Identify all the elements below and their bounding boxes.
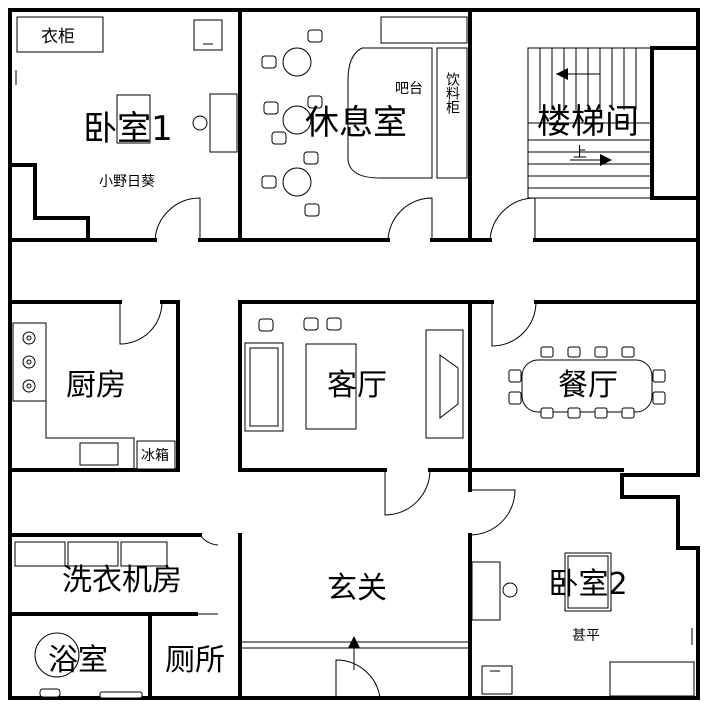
kitchen-furniture <box>12 322 176 470</box>
lounge-label: 休息室 <box>305 103 407 143</box>
entrance-label: 玄关 <box>327 571 387 606</box>
arrow-up-icon <box>348 636 360 648</box>
bedroom1-label: 卧室1 <box>83 109 173 149</box>
bedroom2-furniture <box>471 552 695 697</box>
bar-label: 吧台 <box>395 81 423 97</box>
toilet-label: 厕所 <box>165 643 225 678</box>
lounge-furniture <box>261 16 468 217</box>
stairwell-label: 楼梯间 <box>537 102 639 142</box>
bedroom1-occupant-label: 小野日葵 <box>99 174 155 190</box>
arrow-left-icon <box>556 68 568 80</box>
room-labels: 衣柜 卧室1 小野日葵 休息室 吧台 饮料柜 楼梯间 上 厨房 冰箱 客厅 餐厅… <box>41 27 639 678</box>
laundry-bath-furniture <box>14 541 168 699</box>
bedroom1-furniture <box>15 16 238 153</box>
bedroom2-label: 卧室2 <box>548 567 627 602</box>
bedroom2-occupant-label: 甚平 <box>572 628 600 644</box>
stairs-up-label: 上 <box>573 145 587 161</box>
drink-cabinet-label: 饮料柜 <box>444 72 460 114</box>
dining-room-label: 餐厅 <box>558 368 618 403</box>
doors <box>119 197 537 699</box>
living-room-label: 客厅 <box>327 368 387 403</box>
wardrobe-label: 衣柜 <box>41 27 75 47</box>
stairs <box>527 47 653 199</box>
laundry-room-label: 洗衣机房 <box>62 563 182 598</box>
bathroom-label: 浴室 <box>48 643 108 678</box>
arrow-right-icon <box>600 154 612 166</box>
kitchen-label: 厨房 <box>66 368 126 403</box>
living-room-furniture <box>244 317 464 439</box>
dining-furniture <box>508 346 666 419</box>
fridge-label: 冰箱 <box>141 448 169 464</box>
entrance-steps <box>242 636 468 670</box>
